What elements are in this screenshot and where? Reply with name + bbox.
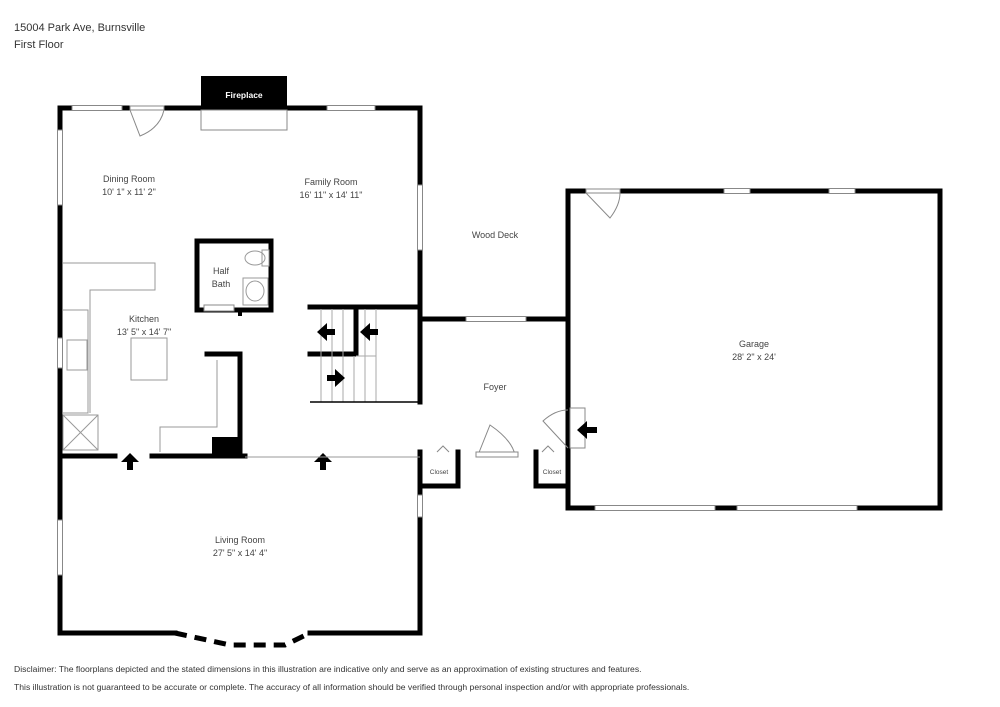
address-title: 15004 Park Ave, Burnsville <box>14 22 146 34</box>
garage-label: Garage <box>739 339 769 349</box>
living-room-dims: 27' 5" x 14' 4" <box>213 548 267 558</box>
foyer-label: Foyer <box>483 382 506 392</box>
stair-arrows <box>121 323 597 470</box>
disclaimer-line-1: Disclaimer: The floorplans depicted and … <box>14 664 642 674</box>
dining-room-label: Dining Room <box>103 174 155 184</box>
half-bath-label-1: Half <box>213 266 230 276</box>
doors <box>129 105 621 458</box>
closet-left-label: Closet <box>430 469 449 476</box>
walls <box>57 105 943 636</box>
family-room-dims: 16' 11" x 14' 11" <box>299 190 362 200</box>
room-labels: Dining Room 10' 1" x 11' 2" Family Room … <box>102 174 776 558</box>
floor-label: First Floor <box>14 39 64 51</box>
living-room-label: Living Room <box>215 535 265 545</box>
kitchen-label: Kitchen <box>129 314 159 324</box>
half-bath-label-2: Bath <box>212 279 231 289</box>
kitchen-dims: 13' 5" x 14' 7" <box>117 327 171 337</box>
half-bath-fixtures <box>242 249 270 306</box>
kitchen-island <box>130 337 168 381</box>
disclaimer-line-2: This illustration is not guaranteed to b… <box>14 682 690 692</box>
dining-room-dims: 10' 1" x 11' 2" <box>102 187 156 197</box>
family-room-label: Family Room <box>304 177 357 187</box>
kitchen-counters <box>62 262 218 452</box>
closet-right-label: Closet <box>543 469 562 476</box>
fireplace-label: Fireplace <box>225 90 263 100</box>
garage-dims: 28' 2" x 24' <box>732 352 776 362</box>
bay-window <box>174 630 312 648</box>
fireplace: Fireplace <box>200 76 288 131</box>
windows <box>57 105 858 576</box>
wood-deck-label: Wood Deck <box>472 230 519 240</box>
stairs <box>310 309 420 403</box>
